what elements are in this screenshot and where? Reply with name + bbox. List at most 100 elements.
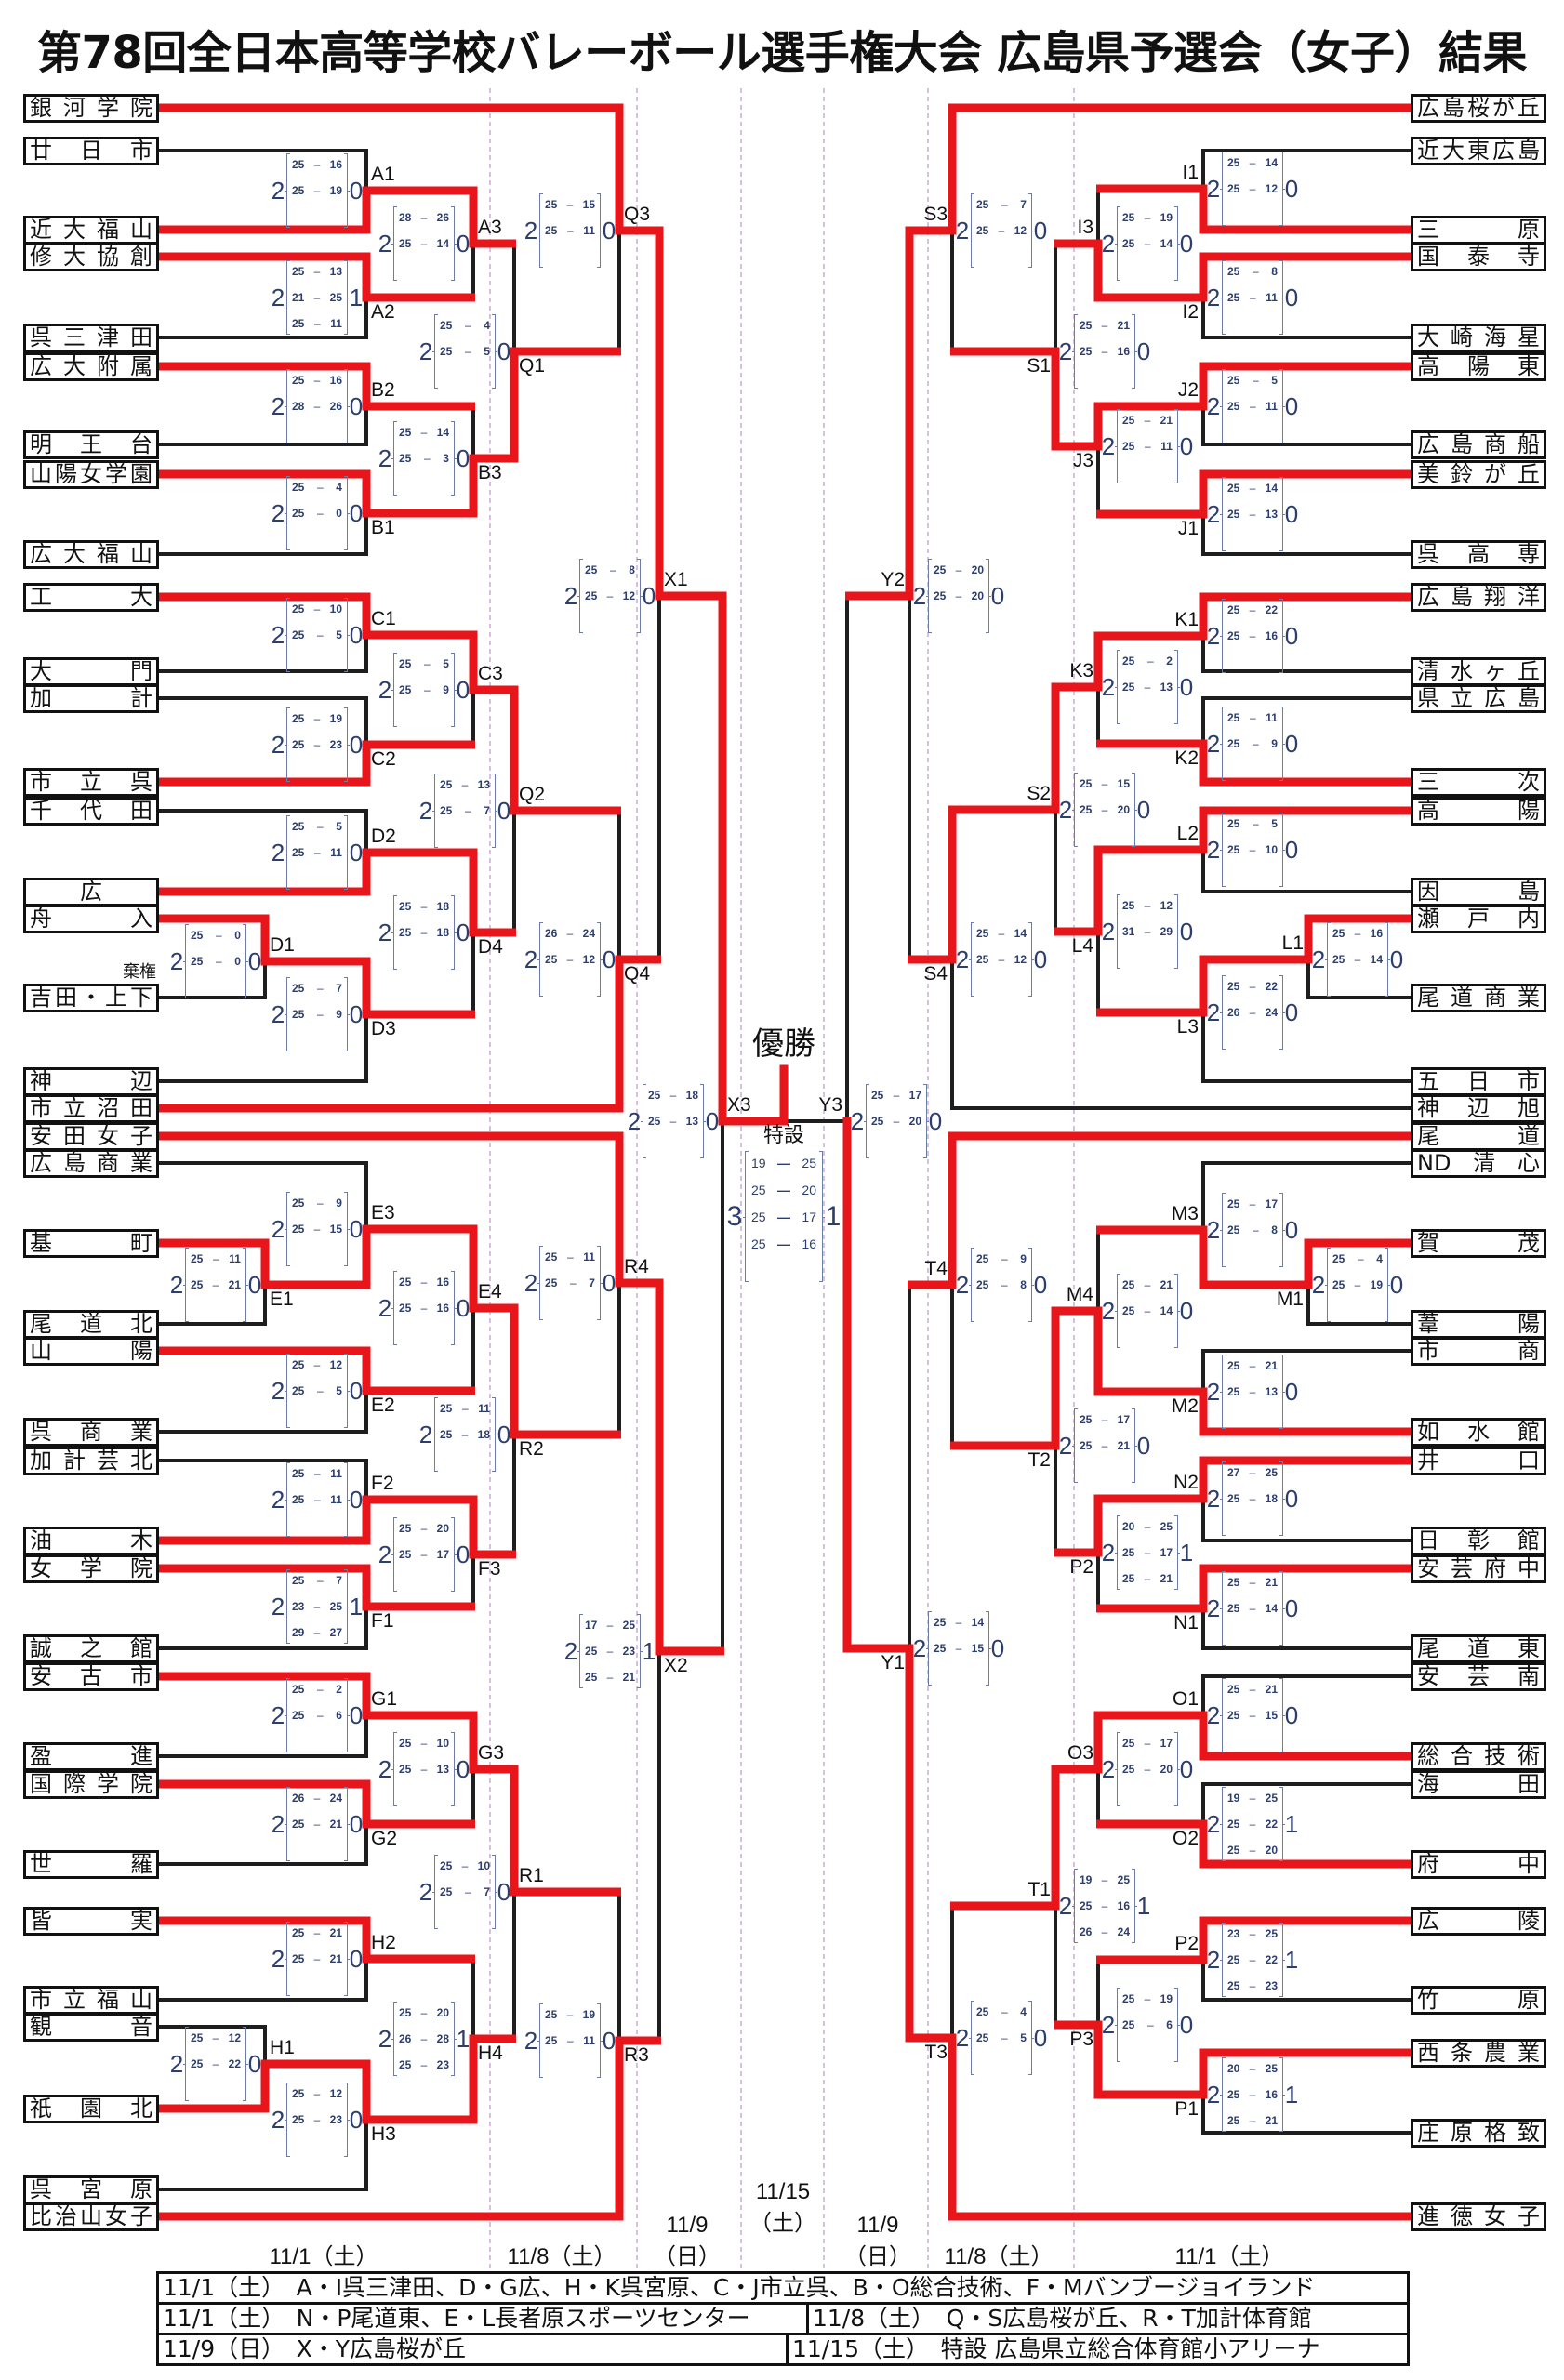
- dash-separator: [424, 452, 431, 465]
- set-scores: 2517258: [1227, 1191, 1278, 1243]
- sets-lost-count: 1: [349, 284, 364, 311]
- set-score-row: 2512: [545, 946, 595, 972]
- set-points-b: 21: [1117, 319, 1130, 332]
- set-points-b: 17: [1117, 1413, 1130, 1426]
- score-block: 2252225160: [1206, 597, 1299, 675]
- sets-won-count: 2: [1206, 730, 1221, 758]
- set-score-row: 2826: [399, 205, 449, 231]
- set-score-row: 2514: [1227, 475, 1278, 501]
- team-name-box: 観音: [23, 2013, 159, 2042]
- sets-lost-count: 0: [1284, 1594, 1299, 1622]
- score-block: 21725252325211: [563, 1612, 656, 1690]
- set-score-row: 2522: [1227, 597, 1278, 623]
- set-points-b: 12: [582, 953, 595, 966]
- score-brace-right: [451, 1271, 457, 1345]
- match-code-label: L1: [1281, 932, 1304, 954]
- set-points-a: 25: [1227, 1709, 1240, 1722]
- sets-lost-count: 0: [1179, 918, 1194, 945]
- set-points-b: 12: [329, 1358, 342, 1371]
- set-score-row: 2517: [751, 1203, 816, 1230]
- set-points-b: 18: [685, 1089, 698, 1102]
- set-points-a: 25: [1227, 482, 1240, 495]
- team-name-box: 広島桜が丘: [1411, 94, 1546, 123]
- set-score-row: 2511: [545, 218, 595, 244]
- set-scores: 25212516: [1080, 312, 1130, 364]
- set-points-a: 25: [1080, 1439, 1093, 1452]
- score-brace-left: [537, 2003, 543, 2078]
- winner-path-line: [1199, 1916, 1415, 1964]
- winner-path-line: [1199, 1387, 1415, 1436]
- winner-path-line: [948, 1131, 1415, 1289]
- set-points-a: 25: [1227, 603, 1240, 616]
- set-scores: 25202520: [934, 557, 984, 609]
- set-score-row: 2521: [1122, 1566, 1173, 1592]
- score-block: 2251225230: [271, 2081, 364, 2159]
- sets-won-count: 2: [1206, 998, 1221, 1026]
- match-code-label: C2: [371, 748, 396, 770]
- score-brace-left: [1220, 1355, 1226, 1429]
- set-score-row: 2510: [399, 1730, 449, 1756]
- dash-separator: [894, 1089, 900, 1102]
- set-score-row: 2523: [292, 732, 342, 758]
- set-scores: 254250: [292, 474, 342, 526]
- set-points-a: 26: [1080, 1925, 1093, 1938]
- dash-separator: [314, 1792, 321, 1805]
- score-brace-right: [1174, 409, 1180, 483]
- match-code-label: Q1: [519, 355, 546, 377]
- dash-separator: [314, 846, 321, 859]
- sets-lost-count: 0: [349, 1000, 364, 1028]
- winner-path-line: [469, 347, 519, 463]
- set-scores: 25723252927: [292, 1567, 342, 1646]
- set-points-a: 26: [1227, 1006, 1240, 1019]
- team-name-box: 尾道東: [1411, 1634, 1546, 1663]
- set-scores: 25162516: [399, 1269, 449, 1321]
- score-brace-right: [1132, 1869, 1137, 1943]
- sets-won-count: 2: [378, 2025, 392, 2053]
- score-brace-left: [969, 922, 974, 997]
- set-score-row: 2517: [1122, 1730, 1173, 1756]
- set-points-a: 19: [1080, 1873, 1093, 1886]
- set-scores: 25142512: [976, 920, 1027, 972]
- weekday-text: （日）: [654, 2244, 721, 2269]
- set-points-a: 25: [399, 683, 412, 696]
- set-points-a: 25: [1122, 1763, 1135, 1776]
- sets-won-count: 2: [912, 582, 927, 610]
- set-score-row: 2523: [1227, 1973, 1278, 1999]
- match-code-label: T3: [924, 2042, 948, 2063]
- venue-cell: 11/1（土） N・P尾道東、E・L長者原スポーツセンター: [159, 2305, 809, 2333]
- set-points-a: 25: [292, 507, 305, 520]
- match-code-label: A2: [371, 301, 395, 323]
- set-points-b: 14: [436, 237, 449, 250]
- set-points-b: 2: [336, 1683, 342, 1696]
- set-points-b: 11: [583, 1250, 595, 1263]
- team-name-box: 明王台: [23, 430, 159, 459]
- score-brace-left: [285, 977, 290, 1051]
- set-points-a: 25: [545, 2008, 558, 2021]
- set-score-row: 2511: [1227, 393, 1278, 419]
- set-points-a: 25: [399, 237, 412, 250]
- set-points-b: 8: [1271, 1223, 1278, 1236]
- score-brace-left: [1220, 813, 1226, 887]
- sets-won-count: 2: [378, 676, 392, 704]
- score-brace-right: [1174, 1274, 1180, 1348]
- score-brace-right: [1385, 1248, 1390, 1322]
- score-brace-right: [1174, 650, 1180, 724]
- set-score-row: 2520: [934, 583, 984, 609]
- sets-lost-count: 0: [1284, 730, 1299, 758]
- set-points-a: 25: [292, 602, 305, 615]
- set-points-b: 14: [1160, 237, 1173, 250]
- set-scores: 252256: [292, 1676, 342, 1728]
- winner-path-line: [154, 1346, 371, 1395]
- set-score-row: 2514: [1332, 946, 1383, 972]
- score-brace-right: [344, 977, 350, 1051]
- match-code-label: P2: [1069, 1556, 1093, 1578]
- set-points-a: 25: [934, 563, 947, 576]
- set-points-a: 25: [1080, 803, 1093, 816]
- set-points-a: 25: [1227, 291, 1240, 304]
- sets-lost-count: 0: [456, 676, 471, 704]
- score-block: 2251625190: [271, 152, 364, 230]
- match-code-label: N1: [1173, 1612, 1199, 1633]
- sets-lost-count: 0: [1389, 945, 1404, 973]
- dash-separator: [421, 2006, 428, 2019]
